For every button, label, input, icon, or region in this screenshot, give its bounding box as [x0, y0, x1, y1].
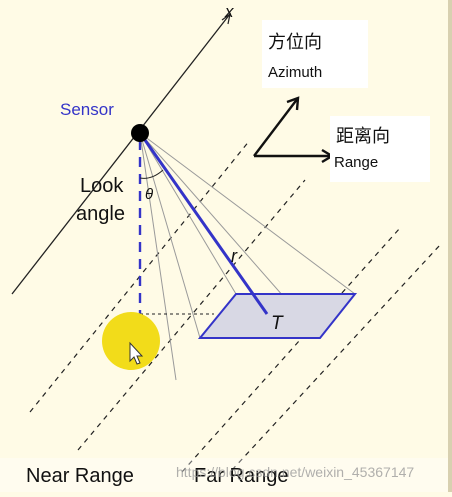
range-label-box: 距离向 Range	[330, 116, 430, 182]
look-angle-label-line1: Look	[80, 175, 124, 197]
far-range-line-2	[231, 244, 441, 471]
azimuth-label-en: Azimuth	[268, 64, 323, 81]
azimuth-arrowhead	[286, 96, 300, 111]
far-range-label: Far Range	[194, 465, 289, 487]
sensor-dot	[131, 124, 149, 142]
theta-label: θ	[145, 186, 154, 203]
range-label-en: Range	[334, 154, 379, 171]
azimuth-label-zh: 方位向	[268, 32, 322, 53]
cursor-highlight	[102, 312, 160, 370]
direction-arrows	[253, 96, 335, 164]
slant-range-label: r	[231, 246, 237, 266]
azimuth-arrow-shaft	[253, 97, 299, 157]
target-label: T	[271, 313, 283, 334]
illuminated-swath	[197, 293, 358, 339]
radar-beam	[139, 132, 356, 381]
bottom-label-strip	[0, 458, 452, 492]
range-label-zh: 距离向	[336, 126, 390, 147]
right-edge-ruler	[448, 0, 452, 492]
azimuth-label-box: 方位向 Azimuth	[262, 20, 368, 88]
far-range-line-1	[181, 227, 401, 473]
slant-range-line	[138, 132, 269, 315]
look-angle-arc	[139, 169, 164, 179]
near-range-label: Near Range	[26, 465, 134, 487]
watermark-text: https://blog.csdn.net/weixin_45367147	[176, 464, 415, 480]
look-angle-label-line2: angle	[76, 203, 125, 225]
x-axis-arrowhead	[221, 12, 231, 25]
flight-path-x-axis	[11, 13, 231, 295]
mouse-pointer-icon	[129, 341, 144, 365]
sensor-label: Sensor	[60, 100, 114, 119]
x-axis-label: x	[225, 2, 234, 21]
mid-range-line	[77, 179, 306, 451]
